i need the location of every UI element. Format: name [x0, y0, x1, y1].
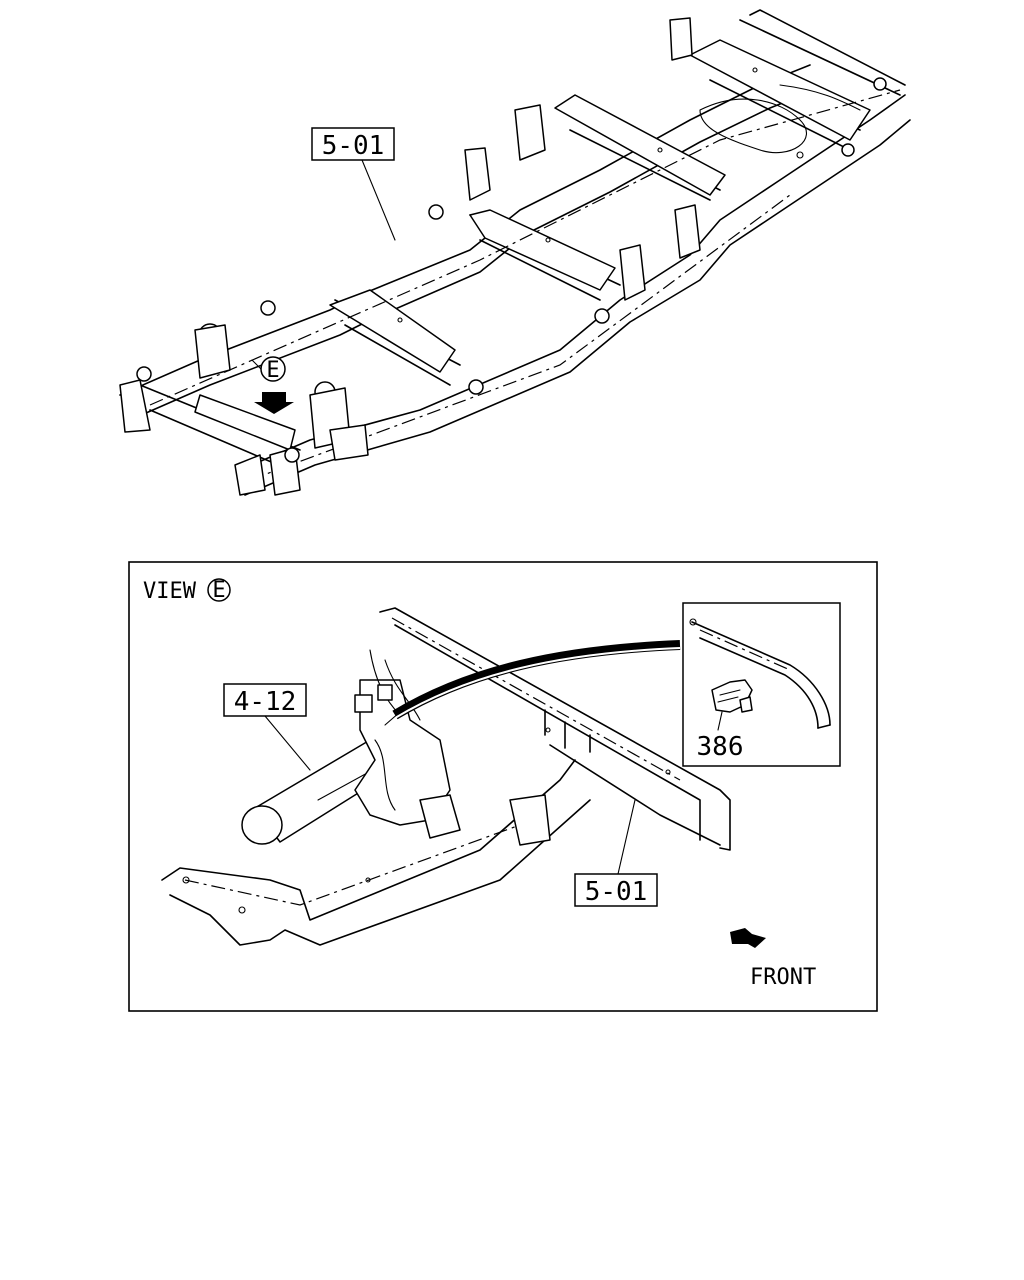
front-label: FRONT — [750, 965, 816, 990]
callout-box-frame-view — [574, 873, 658, 907]
frame-assembly-drawing: E 5-01 — [119, 9, 911, 496]
view-e-title: VIEW — [143, 579, 197, 604]
front-arrow-icon — [730, 928, 766, 948]
view-e-arrow-icon — [254, 392, 294, 414]
clip-detail-drawing — [689, 618, 831, 731]
callout-box-muffler — [223, 683, 307, 717]
callout-frame-top: 5-01 — [322, 131, 385, 161]
view-e-title-letter: E — [212, 578, 225, 603]
callout-frame-view: 5-01 — [585, 877, 648, 907]
callout-box-frame-top — [311, 127, 395, 161]
view-e-marker-letter: E — [266, 358, 279, 383]
callout-clip: 386 — [697, 732, 744, 762]
callout-muffler: 4-12 — [234, 687, 297, 717]
view-e-drawing — [161, 607, 731, 946]
view-e-title-circle — [207, 578, 231, 602]
view-e-frame — [128, 561, 878, 1012]
